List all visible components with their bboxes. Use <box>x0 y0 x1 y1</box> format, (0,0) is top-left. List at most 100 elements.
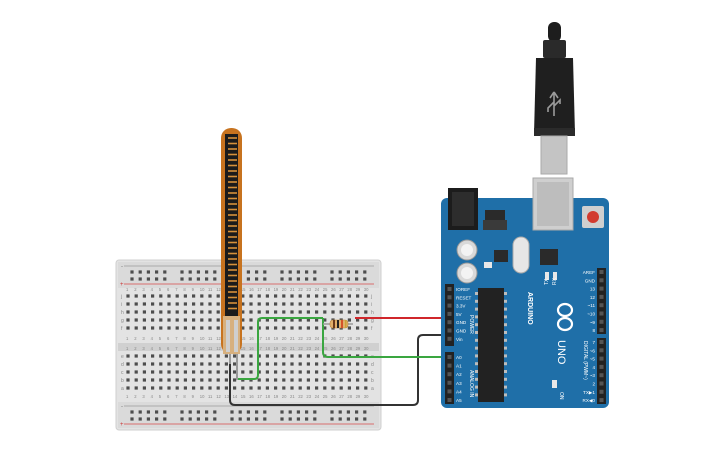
breadboard-hole[interactable] <box>347 362 351 366</box>
rail-hole[interactable] <box>130 417 134 421</box>
breadboard-hole[interactable] <box>306 318 310 322</box>
rail-hole[interactable] <box>138 417 142 421</box>
breadboard-hole[interactable] <box>249 370 253 374</box>
breadboard-hole[interactable] <box>249 302 253 306</box>
breadboard-hole[interactable] <box>159 302 163 306</box>
breadboard-hole[interactable] <box>200 362 204 366</box>
breadboard-hole[interactable] <box>142 302 146 306</box>
breadboard-hole[interactable] <box>208 302 212 306</box>
breadboard-hole[interactable] <box>298 362 302 366</box>
rail-hole[interactable] <box>263 270 267 274</box>
rail-hole[interactable] <box>363 417 367 421</box>
breadboard-hole[interactable] <box>233 378 237 382</box>
wire-black-gnd[interactable] <box>229 334 452 406</box>
breadboard-hole[interactable] <box>347 386 351 390</box>
breadboard-hole[interactable] <box>142 386 146 390</box>
breadboard-hole[interactable] <box>274 326 278 330</box>
breadboard-hole[interactable] <box>306 370 310 374</box>
breadboard-hole[interactable] <box>200 386 204 390</box>
rail-hole[interactable] <box>313 410 317 414</box>
breadboard-hole[interactable] <box>224 362 228 366</box>
breadboard-hole[interactable] <box>257 362 261 366</box>
header-pin[interactable] <box>447 398 452 402</box>
breadboard-hole[interactable] <box>339 378 343 382</box>
breadboard-hole[interactable] <box>315 294 319 298</box>
header-pin[interactable] <box>599 340 604 344</box>
header-pin[interactable] <box>447 336 452 341</box>
breadboard-hole[interactable] <box>356 294 360 298</box>
header-pin[interactable] <box>447 295 452 300</box>
breadboard-hole[interactable] <box>183 354 187 358</box>
breadboard-hole[interactable] <box>142 362 146 366</box>
header-pin[interactable] <box>599 389 604 394</box>
breadboard-hole[interactable] <box>339 362 343 366</box>
rail-hole[interactable] <box>355 277 359 281</box>
header-pin[interactable] <box>599 278 604 283</box>
breadboard-hole[interactable] <box>142 294 146 298</box>
breadboard-hole[interactable] <box>265 362 269 366</box>
breadboard-hole[interactable] <box>192 362 196 366</box>
breadboard-hole[interactable] <box>208 294 212 298</box>
breadboard-hole[interactable] <box>151 386 155 390</box>
rail-hole[interactable] <box>313 277 317 281</box>
breadboard-hole[interactable] <box>126 318 130 322</box>
breadboard-hole[interactable] <box>241 326 245 330</box>
rail-hole[interactable] <box>313 417 317 421</box>
breadboard-hole[interactable] <box>175 386 179 390</box>
breadboard-hole[interactable] <box>175 370 179 374</box>
header-pin[interactable] <box>447 303 452 308</box>
breadboard-hole[interactable] <box>323 386 327 390</box>
breadboard-hole[interactable] <box>192 294 196 298</box>
breadboard-hole[interactable] <box>241 310 245 314</box>
breadboard-hole[interactable] <box>298 370 302 374</box>
breadboard-hole[interactable] <box>208 318 212 322</box>
breadboard-hole[interactable] <box>249 326 253 330</box>
breadboard-hole[interactable] <box>364 370 368 374</box>
breadboard-hole[interactable] <box>356 370 360 374</box>
header-pin[interactable] <box>599 364 604 369</box>
breadboard-hole[interactable] <box>298 326 302 330</box>
breadboard-hole[interactable] <box>339 294 343 298</box>
breadboard-hole[interactable] <box>249 318 253 322</box>
breadboard-hole[interactable] <box>265 354 269 358</box>
breadboard-hole[interactable] <box>183 362 187 366</box>
breadboard-hole[interactable] <box>208 370 212 374</box>
rail-hole[interactable] <box>246 270 250 274</box>
rail-hole[interactable] <box>213 410 217 414</box>
breadboard-hole[interactable] <box>175 362 179 366</box>
breadboard-hole[interactable] <box>126 386 130 390</box>
breadboard-hole[interactable] <box>339 310 343 314</box>
breadboard-hole[interactable] <box>323 302 327 306</box>
breadboard-hole[interactable] <box>175 302 179 306</box>
rail-hole[interactable] <box>255 410 259 414</box>
breadboard-hole[interactable] <box>208 354 212 358</box>
breadboard-hole[interactable] <box>323 362 327 366</box>
rail-hole[interactable] <box>180 277 184 281</box>
rail-hole[interactable] <box>246 417 250 421</box>
breadboard-hole[interactable] <box>290 318 294 322</box>
rail-hole[interactable] <box>280 410 284 414</box>
breadboard-hole[interactable] <box>192 318 196 322</box>
rail-hole[interactable] <box>163 417 167 421</box>
breadboard-hole[interactable] <box>282 386 286 390</box>
header-pin[interactable] <box>599 381 604 386</box>
breadboard-hole[interactable] <box>331 386 335 390</box>
breadboard-hole[interactable] <box>233 362 237 366</box>
breadboard-hole[interactable] <box>233 354 237 358</box>
breadboard-hole[interactable] <box>306 362 310 366</box>
breadboard-hole[interactable] <box>216 386 220 390</box>
breadboard-hole[interactable] <box>298 378 302 382</box>
breadboard-hole[interactable] <box>265 318 269 322</box>
rail-hole[interactable] <box>230 410 234 414</box>
header-pin[interactable] <box>599 311 604 316</box>
rail-hole[interactable] <box>155 417 159 421</box>
rail-hole[interactable] <box>163 410 167 414</box>
breadboard-hole[interactable] <box>364 318 368 322</box>
breadboard-hole[interactable] <box>167 362 171 366</box>
breadboard-hole[interactable] <box>134 326 138 330</box>
breadboard-hole[interactable] <box>208 326 212 330</box>
rail-hole[interactable] <box>155 410 159 414</box>
resistor[interactable] <box>323 319 353 329</box>
rail-hole[interactable] <box>138 277 142 281</box>
breadboard-hole[interactable] <box>315 318 319 322</box>
